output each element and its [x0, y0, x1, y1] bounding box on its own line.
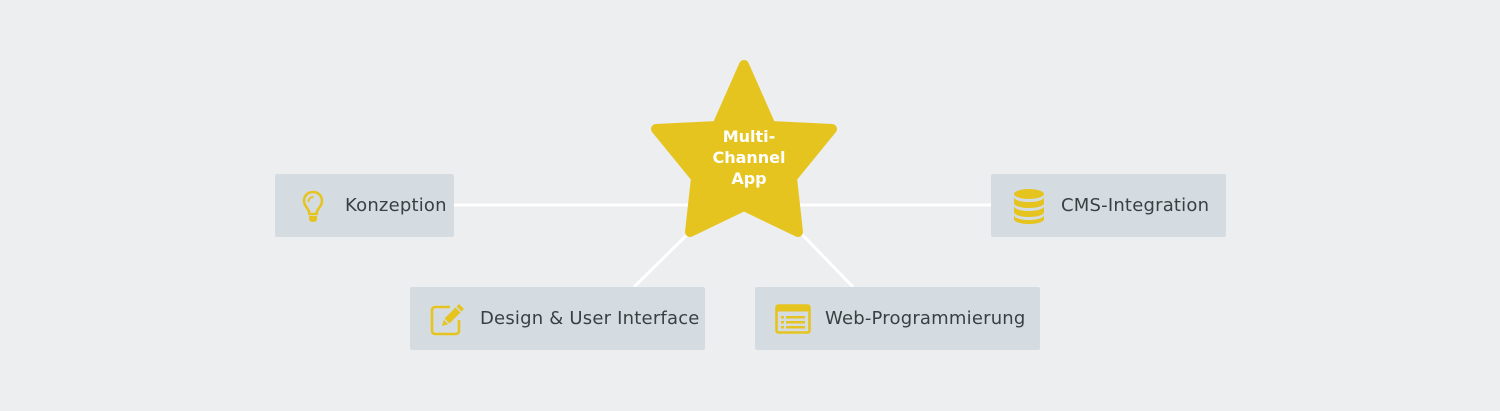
center-label-line-3: App: [731, 169, 767, 188]
node-web: Web-Programmierung: [755, 287, 1040, 350]
node-konzeption-label: Konzeption: [345, 195, 447, 216]
browser-list-icon: [775, 301, 811, 337]
database-icon: [1011, 188, 1047, 224]
node-cms: CMS-Integration: [991, 174, 1226, 237]
node-design: Design & User Interface: [410, 287, 705, 350]
edit-icon: [430, 301, 466, 337]
node-cms-label: CMS-Integration: [1061, 195, 1210, 216]
center-star: [651, 60, 837, 237]
center-label-line-2: Channel: [712, 148, 786, 167]
node-design-label: Design & User Interface: [480, 308, 700, 329]
lightbulb-icon: [295, 188, 331, 224]
center-star-label: Multi- Channel App: [694, 126, 804, 189]
node-web-label: Web-Programmierung: [825, 308, 1026, 329]
node-konzeption: Konzeption: [275, 174, 454, 237]
center-label-line-1: Multi-: [722, 127, 776, 146]
